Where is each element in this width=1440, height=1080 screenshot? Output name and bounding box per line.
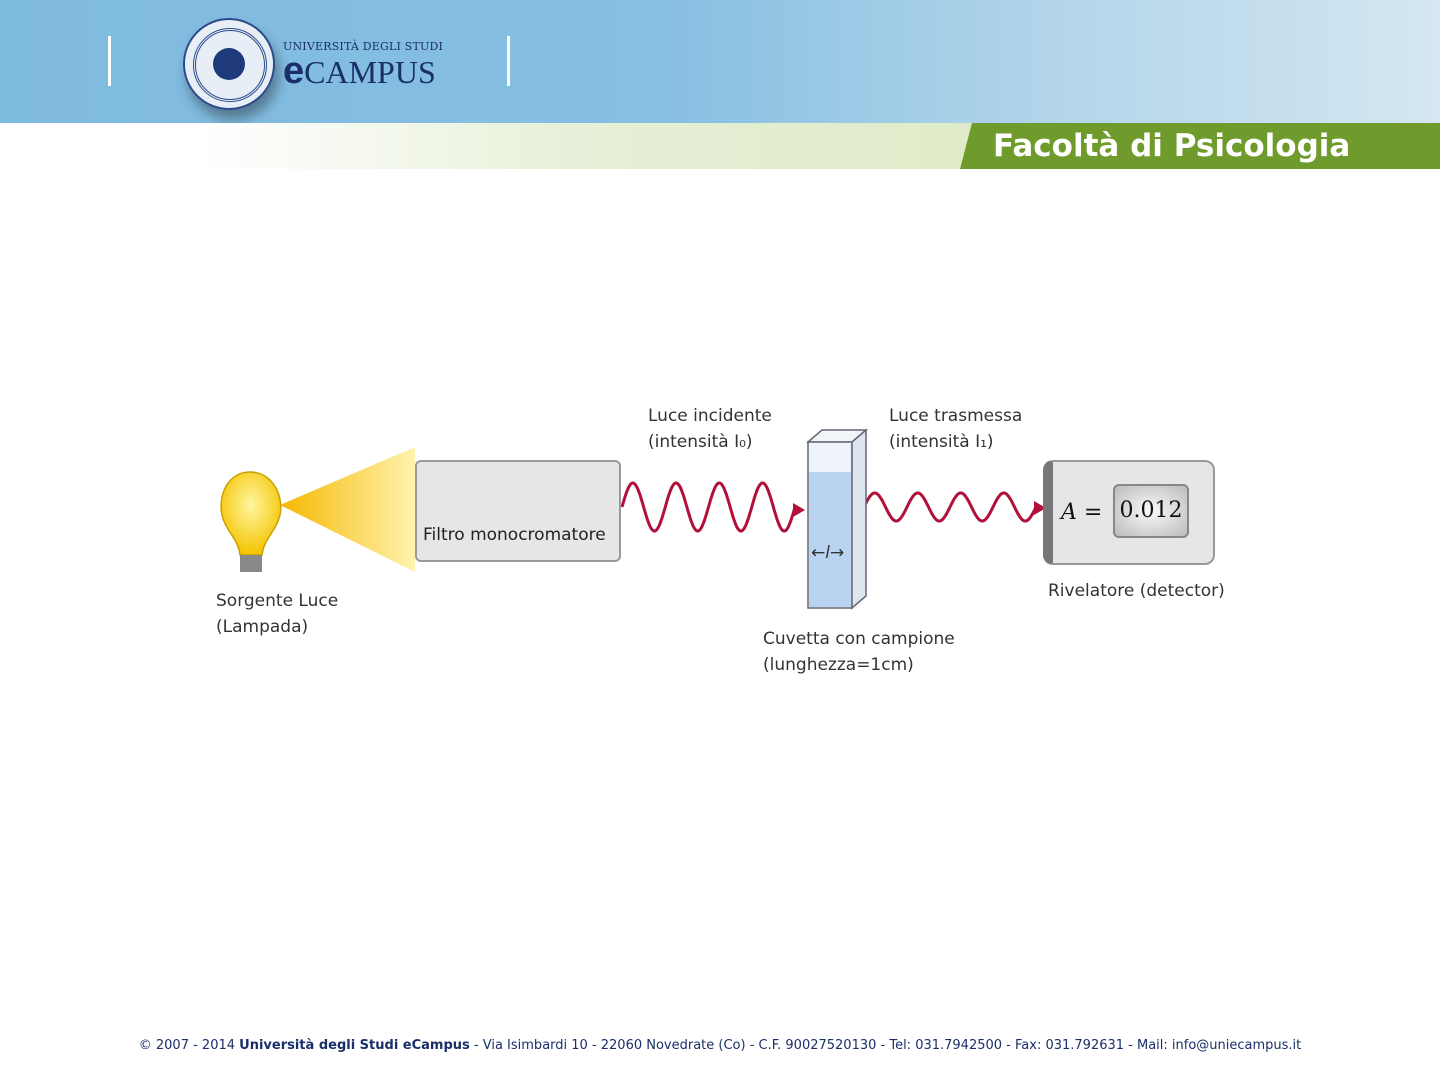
university-seal-logo — [183, 18, 275, 110]
filter-label: Filtro monocromatore — [423, 525, 606, 545]
absorbance-prefix: A = — [1061, 500, 1103, 525]
detector-label: Rivelatore (detector) — [1048, 581, 1225, 601]
bulb-base — [240, 555, 262, 572]
transmitted-wave — [862, 491, 1038, 523]
detector-box: A = 0.012 — [1043, 460, 1215, 565]
monochromator-filter-box: Filtro monocromatore — [415, 460, 621, 562]
absorbance-display: 0.012 — [1113, 484, 1189, 538]
transmitted-light-label: Luce trasmessa(intensità I₁) — [889, 406, 1023, 452]
header-banner: UNIVERSITÀ DEGLI STUDI eCAMPUS — [0, 0, 1440, 123]
cuvette-label: Cuvetta con campione(lunghezza=1cm) — [763, 629, 955, 675]
cuvette — [805, 428, 869, 610]
faculty-tab — [960, 123, 1440, 169]
light-cone — [280, 447, 415, 572]
faculty-title: Facoltà di Psicologia — [993, 128, 1351, 164]
divider — [108, 36, 111, 86]
incident-light-label: Luce incidente(intensità I₀) — [648, 406, 772, 452]
path-length-symbol: ←l→ — [811, 543, 845, 563]
arrow-head — [1034, 501, 1046, 515]
bulb-icon — [220, 471, 282, 556]
divider — [507, 36, 510, 86]
arrow-head — [793, 503, 805, 517]
footer-copyright: © 2007 - 2014 Università degli Studi eCa… — [138, 1038, 1302, 1053]
university-line: UNIVERSITÀ DEGLI STUDI — [283, 40, 444, 53]
source-label: Sorgente Luce(Lampada) — [216, 591, 339, 637]
incident-wave — [620, 481, 797, 533]
brand-logo-text: eCAMPUS — [283, 50, 436, 92]
